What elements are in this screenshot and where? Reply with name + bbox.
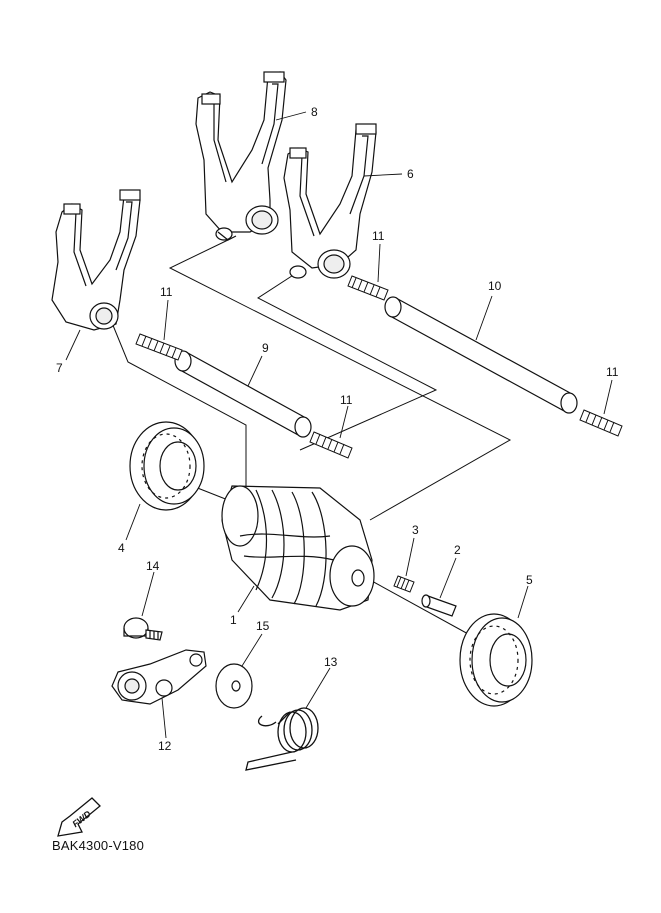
spring-11-upper-right xyxy=(347,275,389,301)
shift-drum-1 xyxy=(221,485,375,611)
callout-11-upper-right: 11 xyxy=(372,229,385,243)
callout-10: 10 xyxy=(488,279,502,293)
callout-12: 12 xyxy=(158,739,172,753)
torsion-spring-13 xyxy=(245,707,319,771)
fwd-arrow: FWD xyxy=(57,797,101,837)
spring-11-left xyxy=(135,333,183,361)
callout-13: 13 xyxy=(324,655,338,669)
shift-fork-7 xyxy=(51,189,141,331)
bearing-4 xyxy=(129,421,205,511)
callout-labels: 8 6 7 11 11 9 10 11 11 4 1 3 2 5 14 15 1… xyxy=(56,105,619,753)
callout-2: 2 xyxy=(454,543,461,557)
shift-fork-shaft-9 xyxy=(174,350,312,438)
guide-line-fork-8 xyxy=(168,239,512,521)
leader-lines xyxy=(65,111,613,739)
guide-line-bearing-4 xyxy=(194,486,229,501)
assembly-guide-lines xyxy=(109,239,512,636)
pin-2 xyxy=(421,594,457,617)
shift-fork-8 xyxy=(195,71,287,241)
shift-fork-shaft-10 xyxy=(384,296,578,414)
callout-3: 3 xyxy=(412,523,419,537)
guide-line-bearing-5 xyxy=(369,579,471,636)
spring-11-far-right xyxy=(579,409,623,437)
callout-4: 4 xyxy=(118,541,125,555)
callout-1: 1 xyxy=(230,613,237,627)
spring-11-center xyxy=(309,431,353,459)
callout-9: 9 xyxy=(262,341,269,355)
guide-line-fork-6 xyxy=(257,271,438,451)
washer-15 xyxy=(215,663,253,709)
callout-11-center: 11 xyxy=(340,393,353,407)
callout-5: 5 xyxy=(526,573,533,587)
bearing-5 xyxy=(459,613,533,707)
callout-11-far-right: 11 xyxy=(606,365,619,379)
callout-15: 15 xyxy=(256,619,270,633)
segment-12 xyxy=(111,649,207,705)
callout-11-left: 11 xyxy=(160,285,173,299)
callout-14: 14 xyxy=(146,559,160,573)
bolt-14 xyxy=(123,617,163,641)
callout-8: 8 xyxy=(311,105,318,119)
callout-7: 7 xyxy=(56,361,63,375)
spring-3 xyxy=(393,575,415,593)
diagram-code: BAK4300-V180 xyxy=(52,838,145,853)
callout-6: 6 xyxy=(407,167,414,181)
guide-line-fork-7 xyxy=(109,317,247,545)
shift-fork-6 xyxy=(283,123,377,279)
